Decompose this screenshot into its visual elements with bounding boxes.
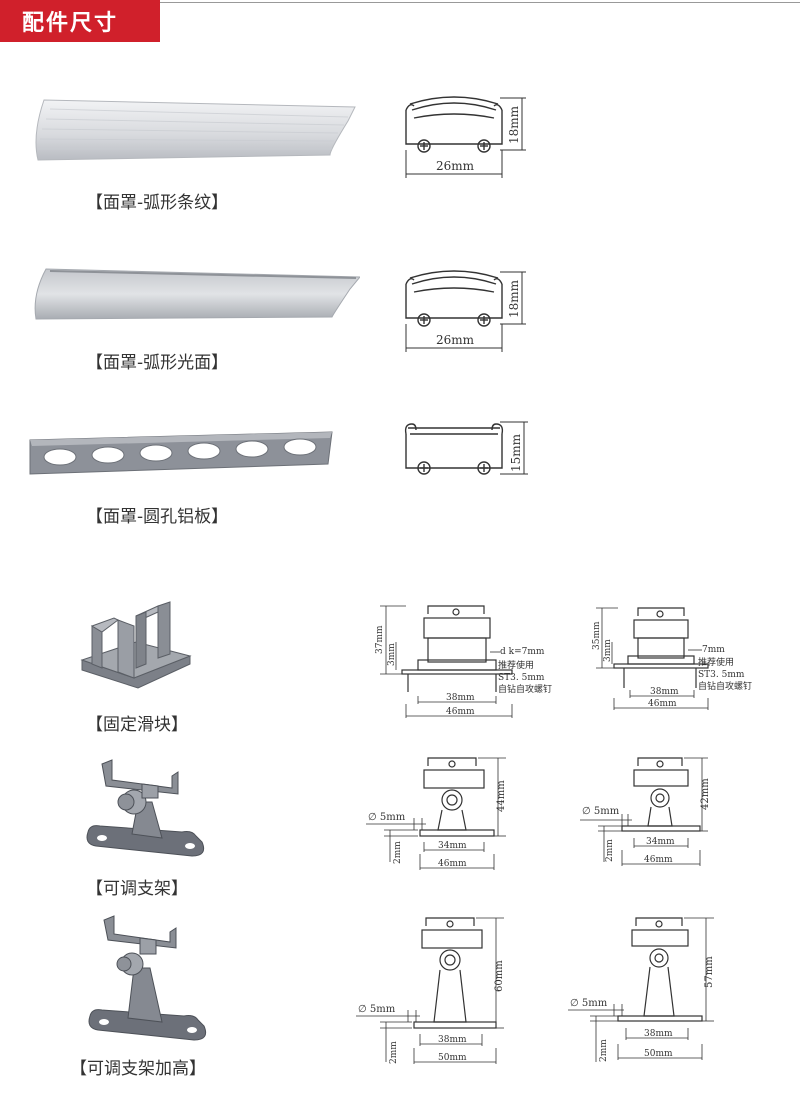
tall-bracket-image [88, 915, 207, 1041]
cover-round-hole-image [29, 431, 333, 475]
fixed-slider-image [80, 601, 192, 689]
slider-left-note3: 自钻自攻螺钉 [498, 683, 552, 695]
cover-round-hole-caption: 【面罩-圆孔铝板】 [86, 507, 229, 527]
cover-round-hole-drawing: 15mm [404, 421, 528, 475]
bracket-right-outer-width: 46mm [644, 855, 673, 865]
slider-left-outer-width: 46mm [446, 707, 475, 717]
cover-arc-striped-drawing: 26mm 18mm [405, 96, 526, 178]
section-title: 配件尺寸 [0, 0, 160, 42]
slider-left-note1: 推荐使用 [498, 659, 534, 671]
cover-arc-glossy-drawing: 26mm 18mm [405, 270, 526, 352]
fixed-slider-drawing-large: 37mm 3mm d k=7mm 推荐使用 ST3. 5mm 自钻自攻螺钉 38… [375, 605, 552, 718]
tall-bracket-left-height: 60mm [494, 960, 505, 992]
bracket-left-height: 44mm [496, 780, 507, 812]
tall-bracket-right-inner-width: 38mm [644, 1029, 673, 1039]
tall-bracket-left-hole: ∅ 5mm [358, 1004, 396, 1015]
tall-bracket-drawing-large: ∅ 5mm 60mm 2mm 38mm 50mm [356, 917, 505, 1064]
bracket-right-height: 42mm [700, 778, 711, 810]
cover-arc-striped-width: 26mm [436, 159, 475, 173]
tall-bracket-left-outer-width: 50mm [438, 1053, 467, 1063]
tall-bracket-right-height: 57mm [704, 956, 715, 988]
header-divider [160, 2, 800, 3]
cover-arc-glossy-height: 18mm [507, 279, 521, 318]
slider-right-note1: 推荐使用 [698, 656, 734, 668]
slider-left-height: 37mm [375, 625, 385, 654]
fixed-slider-drawing-small: 35mm 3mm 7mm 推荐使用 ST3. 5mm 自钻自攻螺钉 38mm 4… [592, 607, 752, 710]
tall-bracket-right-outer-width: 50mm [644, 1049, 673, 1059]
tall-bracket-right-plate: 2mm [599, 1039, 609, 1062]
cover-arc-glossy-image [34, 268, 360, 320]
slider-right-dk: 7mm [702, 645, 725, 655]
adjustable-bracket-caption: 【可调支架】 [86, 879, 188, 899]
cover-arc-striped-image [35, 99, 356, 161]
tall-bracket-caption: 【可调支架加高】 [70, 1059, 206, 1079]
cover-arc-glossy-caption: 【面罩-弧形光面】 [86, 353, 229, 373]
slider-right-height: 35mm [592, 621, 602, 650]
slider-right-inner-width: 38mm [650, 687, 679, 697]
bracket-left-inner-width: 34mm [438, 841, 467, 851]
slider-right-note3: 自钻自攻螺钉 [698, 680, 752, 692]
cover-arc-striped-height: 18mm [507, 105, 521, 144]
tall-bracket-drawing-small: ∅ 5mm 57mm 2mm 38mm 50mm [568, 917, 715, 1062]
tall-bracket-left-inner-width: 38mm [438, 1035, 467, 1045]
adjustable-bracket-image [86, 759, 205, 857]
bracket-left-plate: 2mm [393, 841, 403, 864]
cover-arc-glossy-width: 26mm [436, 333, 475, 347]
tall-bracket-right-hole: ∅ 5mm [570, 998, 608, 1009]
cover-round-hole-height: 15mm [509, 433, 523, 472]
tall-bracket-left-plate: 2mm [389, 1041, 399, 1064]
bracket-left-outer-width: 46mm [438, 859, 467, 869]
slider-right-outer-width: 46mm [648, 699, 677, 709]
adjustable-bracket-drawing-small: ∅ 5mm 42mm 2mm 34mm 46mm [580, 757, 711, 866]
bracket-right-hole: ∅ 5mm [582, 806, 620, 817]
slider-right-note2: ST3. 5mm [698, 670, 745, 680]
slider-left-inner: 3mm [387, 643, 397, 666]
slider-left-inner-width: 38mm [446, 693, 475, 703]
slider-right-inner: 3mm [603, 639, 613, 662]
slider-left-note2: ST3. 5mm [498, 673, 545, 683]
adjustable-bracket-drawing-large: ∅ 5mm 44mm 2mm 34mm 46mm [366, 757, 507, 870]
fixed-slider-caption: 【固定滑块】 [86, 715, 188, 735]
bracket-right-plate: 2mm [605, 839, 615, 862]
cover-arc-striped-caption: 【面罩-弧形条纹】 [86, 193, 229, 213]
slider-left-dk: d k=7mm [500, 647, 545, 657]
bracket-right-inner-width: 34mm [646, 837, 675, 847]
bracket-left-hole: ∅ 5mm [368, 812, 406, 823]
